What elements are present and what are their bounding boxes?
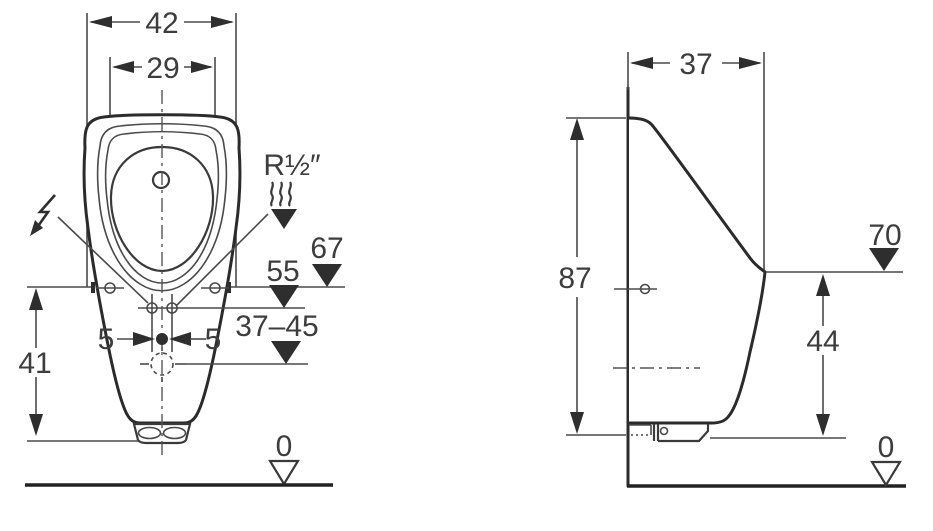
level-37-45: 37–45 bbox=[186, 310, 319, 365]
arrow-right-icon bbox=[133, 332, 155, 346]
lightning-bolt-icon bbox=[34, 194, 56, 230]
dimension-lower-edge: 41 bbox=[18, 288, 138, 442]
flow-direction-icon bbox=[271, 209, 297, 229]
drain-cover bbox=[132, 422, 192, 445]
arrow-left-icon bbox=[630, 57, 653, 69]
arrow-down-icon bbox=[29, 414, 43, 436]
side-view: 37 87 bbox=[558, 48, 906, 488]
level-70: 70 bbox=[766, 219, 903, 273]
rim-inner-curve bbox=[104, 130, 220, 284]
arrow-up-icon bbox=[570, 118, 584, 140]
arrow-left-icon bbox=[112, 61, 134, 73]
connection-point-icon bbox=[146, 294, 158, 352]
floor-level-label: 0 bbox=[276, 430, 293, 463]
dim-lower-edge-label: 41 bbox=[18, 347, 51, 380]
dim-offset-right-label: 5 bbox=[205, 323, 222, 356]
water-connection-label: R½″ bbox=[263, 149, 321, 182]
floor-level-label: 0 bbox=[878, 431, 895, 464]
outlet-bracket bbox=[629, 424, 710, 443]
spreader-hole bbox=[151, 170, 171, 190]
level-marker-icon bbox=[269, 285, 299, 308]
rim-outer-curve bbox=[96, 122, 228, 292]
mounting-point-icon bbox=[96, 282, 124, 294]
mounting-point-icon bbox=[201, 282, 229, 294]
arrow-right-icon bbox=[739, 57, 762, 69]
arrow-right-icon bbox=[211, 16, 234, 28]
floor-level-front: 0 bbox=[25, 430, 333, 487]
dim-height-label: 87 bbox=[558, 262, 591, 295]
lightning-arrowhead-icon bbox=[30, 220, 43, 236]
edge-tick bbox=[91, 282, 95, 293]
level-marker-icon bbox=[271, 341, 301, 364]
arrow-left-icon bbox=[89, 16, 112, 28]
floor-marker-icon bbox=[870, 460, 902, 488]
level-marker-icon bbox=[869, 248, 899, 271]
center-point bbox=[156, 333, 168, 345]
urinal-front-outline bbox=[82, 113, 242, 425]
wall-fixing-point-icon bbox=[614, 283, 657, 295]
water-flow-icon bbox=[270, 181, 292, 207]
dimension-overall-width: 42 bbox=[89, 7, 234, 40]
electric-connection bbox=[30, 194, 149, 304]
leader-line bbox=[57, 216, 149, 304]
dimension-depth: 37 bbox=[627, 48, 765, 272]
floor-level-side: 0 bbox=[870, 431, 902, 488]
arrow-down-icon bbox=[816, 414, 830, 436]
water-connection: R½″ bbox=[175, 149, 321, 307]
dim-mount-height-label: 67 bbox=[310, 232, 343, 265]
dim-rim-height-label: 70 bbox=[868, 219, 901, 252]
dim-outlet-range-label: 37–45 bbox=[235, 310, 318, 343]
leader-line bbox=[175, 213, 269, 307]
drain-outlet-icon bbox=[140, 347, 186, 382]
arrow-right-icon bbox=[191, 61, 213, 73]
dimension-hole-spacing: 29 bbox=[112, 52, 213, 85]
arrow-up-icon bbox=[816, 274, 830, 296]
dim-hole-spacing-label: 29 bbox=[146, 52, 179, 85]
dim-outlet-clearance-label: 44 bbox=[806, 325, 839, 358]
dim-depth-label: 37 bbox=[679, 48, 712, 81]
dimension-outlet-clearance: 44 bbox=[806, 274, 840, 436]
arrow-left-icon bbox=[169, 332, 191, 346]
urinal-side-outline bbox=[628, 116, 767, 425]
dim-overall-width-label: 42 bbox=[145, 7, 178, 40]
dim-offset-left-label: 5 bbox=[98, 323, 115, 356]
front-view: 42 29 67 bbox=[18, 7, 345, 487]
level-marker-icon bbox=[312, 264, 342, 287]
floor-marker-icon bbox=[268, 459, 300, 487]
connection-point-icon bbox=[166, 294, 178, 352]
dimension-offsets: 5 5 bbox=[98, 323, 222, 356]
level-55: 55 bbox=[138, 255, 305, 309]
dimension-height: 87 bbox=[558, 117, 626, 436]
dim-inlet-height-label: 55 bbox=[266, 255, 299, 288]
arrow-up-icon bbox=[29, 288, 43, 310]
arrow-down-icon bbox=[570, 412, 584, 434]
fastener-icon bbox=[659, 426, 669, 436]
